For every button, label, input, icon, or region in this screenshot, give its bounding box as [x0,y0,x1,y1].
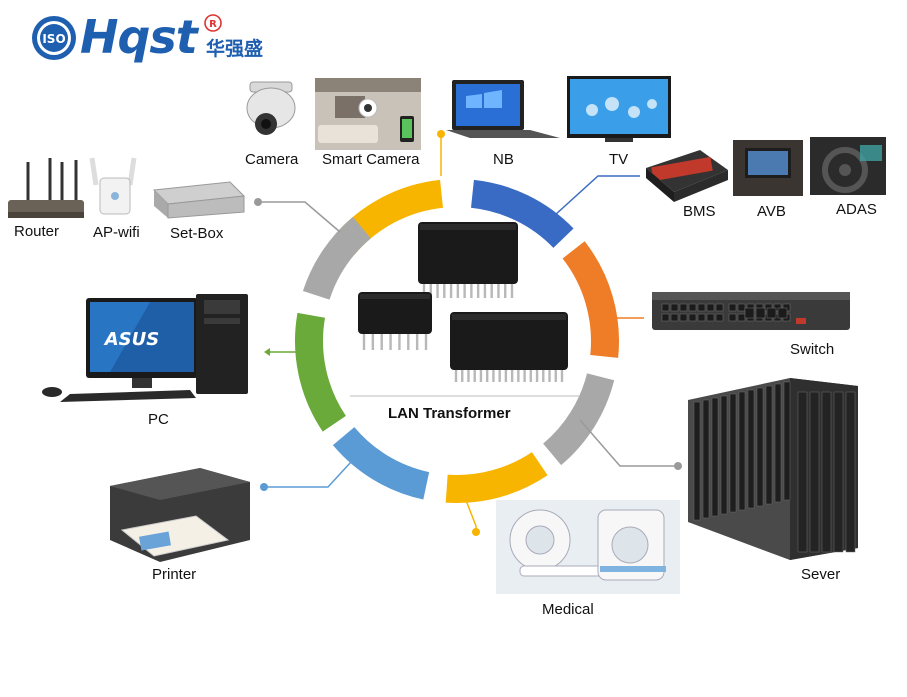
application-ring [295,179,619,503]
brand-chinese-text: 华强盛 [206,38,264,60]
label-set-box: Set-Box [170,225,224,242]
registered-mark-icon: R [204,14,222,32]
router-device [8,158,84,218]
chip-large-top [418,222,518,298]
notebook-device [446,80,560,138]
connector-dot-sever [674,462,682,470]
ring-segment-gray-right [543,373,615,466]
adas-device [810,137,886,195]
connector-printer [264,449,363,488]
connector-tv [554,175,640,216]
connector-sever [579,419,678,467]
iso-text: ISO [42,32,65,46]
label-smart-camera: Smart Camera [322,151,420,168]
connector-lines [258,134,678,532]
connector-dot-printer [260,483,268,491]
registered-mark-text: R [209,19,217,30]
ring-segment-blue-bottom [332,427,430,500]
connector-arrow-pc [264,348,270,356]
label-tv: TV [609,151,629,168]
label-avb: AVB [757,203,786,220]
label-adas: ADAS [836,201,877,218]
connector-dot-medical [472,528,480,536]
camera-device [246,81,296,135]
tv-device [567,76,671,142]
brand-logo-text: Hqst [80,10,198,64]
label-router: Router [14,223,60,240]
bms-device [646,150,728,202]
printer-device [110,468,250,562]
smart-camera-device [315,78,421,150]
label-switch: Switch [790,341,835,358]
ring-segment-green [295,312,346,432]
label-sever: Sever [801,566,841,583]
chip-small-left [358,292,432,350]
center-title: LAN Transformer [388,405,511,422]
connector-router [258,201,341,233]
ring-segment-yellow-bottom [445,452,548,503]
ring-segment-orange [562,241,619,358]
sever-device [688,378,858,560]
label-printer: Printer [152,566,197,583]
ring-segment-blue-top [471,179,574,248]
ap-wifi-device [89,157,137,215]
connector-dots [254,130,682,536]
set-box-device [152,181,246,219]
iso-seal-icon: ISO [32,16,76,60]
label-nb: NB [493,151,514,168]
connector-dot-camera [437,130,445,138]
switch-device [652,292,850,330]
connector-dot-router [254,198,262,206]
label-camera: Camera [245,151,299,168]
pc-brand-text: ASUS [103,329,159,350]
ring-segment-gray-left [302,216,371,300]
label-bms: BMS [683,203,716,220]
avb-device [733,140,803,196]
chip-large-right [450,312,568,382]
label-medical: Medical [542,601,594,618]
label-pc: PC [148,411,169,428]
medical-device [496,500,680,594]
label-ap-wifi: AP-wifi [93,224,140,241]
pc-device: ASUS [42,294,248,402]
